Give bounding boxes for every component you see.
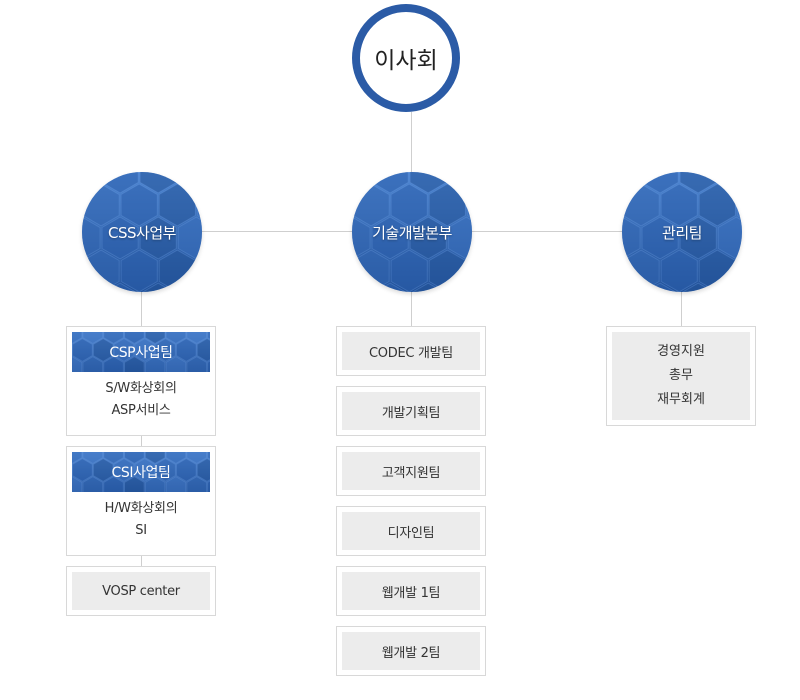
board-label: 이사회 [374,48,438,74]
division-node-management: 관리팀 [622,172,742,292]
division-label-css: CSS사업부 [108,223,176,242]
team-label: VOSP center [72,572,210,610]
team-line: S/W화상회의 [105,381,177,396]
division-label-tech: 기술개발본부 [372,223,452,242]
team-box-codec: CODEC 개발팀 [336,326,486,376]
team-box-planning: 개발기획팀 [336,386,486,436]
management-box: 경영지원 총무 재무회계 [606,326,756,426]
team-box-web1: 웹개발 1팀 [336,566,486,616]
team-card-body: H/W화상회의 SI [72,492,210,542]
division-node-tech: 기술개발본부 [352,172,472,292]
team-card-csi: CSI사업팀 H/W화상회의 SI [66,446,216,556]
team-label: 디자인팀 [342,512,480,550]
team-box-web2: 웹개발 2팀 [336,626,486,676]
team-line: SI [135,523,147,538]
hexagon-pattern-icon [622,172,742,292]
team-line: ASP서비스 [111,403,171,418]
management-item: 재무회계 [657,392,705,407]
team-card-header: CSI사업팀 [72,452,210,492]
team-label: 개발기획팀 [342,392,480,430]
team-title: CSP사업팀 [109,345,173,361]
team-card-csp: CSP사업팀 S/W화상회의 ASP서비스 [66,326,216,436]
team-box-support: 고객지원팀 [336,446,486,496]
connector-css-between-2 [141,555,142,567]
team-label: 고객지원팀 [342,452,480,490]
team-line: H/W화상회의 [104,501,178,516]
connector-css-down [141,292,142,326]
connector-root-vertical [411,112,412,172]
connector-mgmt-down [681,292,682,326]
hexagon-pattern-icon [72,332,210,372]
team-label: CODEC 개발팀 [342,332,480,370]
team-card-header: CSP사업팀 [72,332,210,372]
board-node: 이사회 [352,4,460,112]
management-list: 경영지원 총무 재무회계 [612,332,750,420]
team-box-design: 디자인팀 [336,506,486,556]
management-item: 경영지원 [657,344,705,359]
division-label-management: 관리팀 [662,223,702,242]
team-label: 웹개발 2팀 [342,632,480,670]
team-box-vosp: VOSP center [66,566,216,616]
hexagon-pattern-icon [82,172,202,292]
connector-tech-down [411,292,412,326]
team-card-body: S/W화상회의 ASP서비스 [72,372,210,422]
division-node-css: CSS사업부 [82,172,202,292]
connector-css-between-1 [141,435,142,447]
team-title: CSI사업팀 [111,465,171,481]
team-label: 웹개발 1팀 [342,572,480,610]
hexagon-pattern-icon [72,452,210,492]
management-item: 총무 [669,368,693,383]
hexagon-pattern-icon [352,172,472,292]
